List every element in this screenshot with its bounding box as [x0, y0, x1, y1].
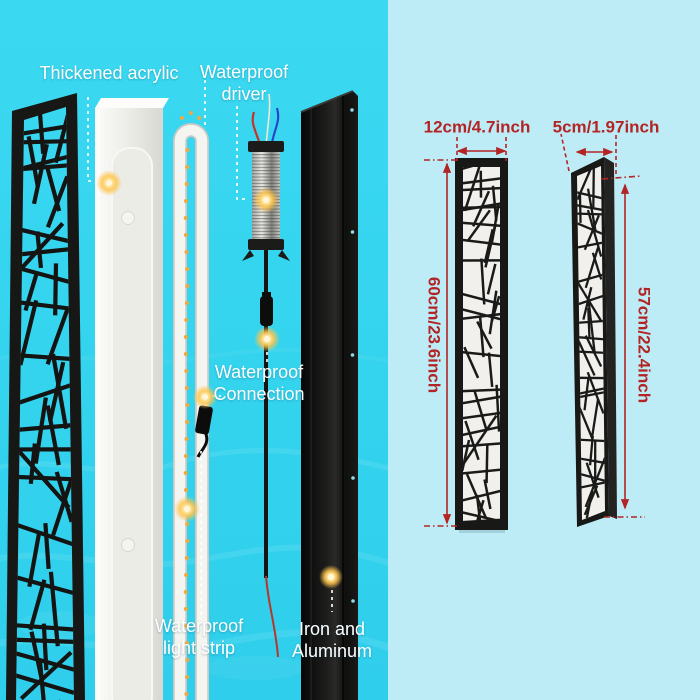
dimension-annotations [424, 133, 645, 527]
label-waterproof-connection: Waterproof Connection [213, 362, 305, 404]
label-waterproof-driver: Waterproof driver [199, 62, 289, 104]
label-thickened-acrylic: Thickened acrylic [39, 63, 179, 84]
glow-indicator [174, 496, 200, 522]
label-iron-and-aluminum: Iron and Aluminum [291, 619, 373, 661]
dimension-front-width: 12cm/4.7inch [423, 117, 531, 137]
dimension-front-height: 60cm/23.6inch [424, 276, 444, 394]
strip-connector [195, 405, 213, 458]
metal-housing [300, 90, 358, 700]
cable-connector [260, 296, 273, 326]
dimension-side-height: 57cm/22.4inch [634, 286, 654, 404]
led-light-strip [173, 111, 213, 700]
callout-connector-lines [87, 80, 333, 615]
label-waterproof-light-strip: Waterproof light strip [154, 616, 244, 658]
glow-indicator [96, 170, 122, 196]
glow-indicator [319, 565, 343, 589]
right-panel-background [388, 0, 700, 700]
mounting-holes [350, 108, 355, 603]
glow-indicator [193, 385, 217, 409]
decorative-frame [6, 93, 85, 700]
side-view-panel [571, 157, 617, 527]
glow-indicator [253, 187, 279, 213]
front-view-panel [455, 158, 508, 533]
dimension-side-depth: 5cm/1.97inch [552, 117, 660, 137]
acrylic-panel [95, 98, 169, 700]
glow-indicator [254, 326, 280, 352]
